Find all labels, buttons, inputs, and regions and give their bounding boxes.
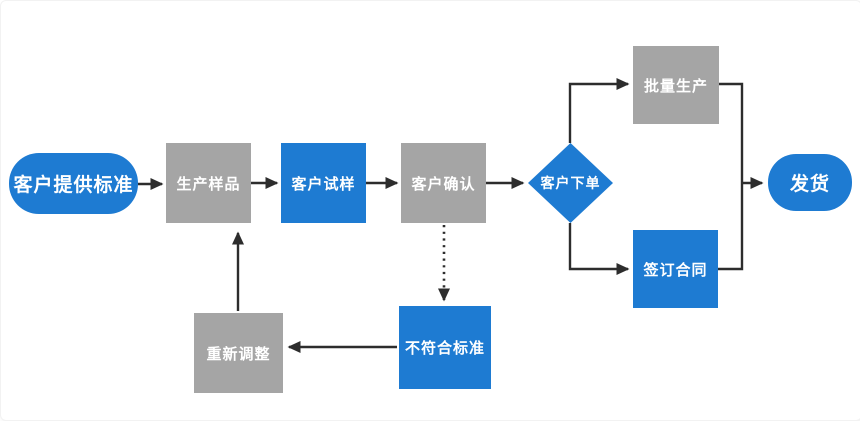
- edge-order-decision-mass-production: [568, 78, 630, 143]
- node-label: 重新调整: [206, 345, 271, 363]
- node-mass-production: 批量生产: [633, 46, 719, 124]
- node-label: 不符合标准: [404, 340, 485, 357]
- node-label: 客户下单: [540, 175, 601, 191]
- node-label: 生产样品: [176, 175, 241, 193]
- node-label: 客户提供标准: [13, 175, 134, 196]
- edge-sign-contract-merge: [718, 183, 744, 271]
- node-label: 批量生产: [643, 77, 708, 95]
- node-customer-trial: 客户试样: [281, 143, 366, 223]
- node-label: 发货: [789, 174, 830, 195]
- node-label: 客户试样: [291, 175, 356, 193]
- node-label: 签订合同: [643, 261, 708, 279]
- node-customer-confirm: 客户确认: [401, 143, 486, 223]
- node-readjust: 重新调整: [194, 313, 283, 393]
- node-start-customer-provides-standard: 客户提供标准: [9, 153, 138, 214]
- node-label: 客户确认: [411, 175, 476, 193]
- edge-order-decision-sign-contract: [568, 223, 630, 275]
- node-sign-contract: 签订合同: [633, 230, 718, 308]
- node-produce-sample: 生产样品: [166, 143, 251, 223]
- edge-mass-production-merge: [719, 82, 744, 183]
- node-nonconforming-standard: 不符合标准: [399, 306, 491, 389]
- node-ship-goods: 发货: [768, 154, 852, 211]
